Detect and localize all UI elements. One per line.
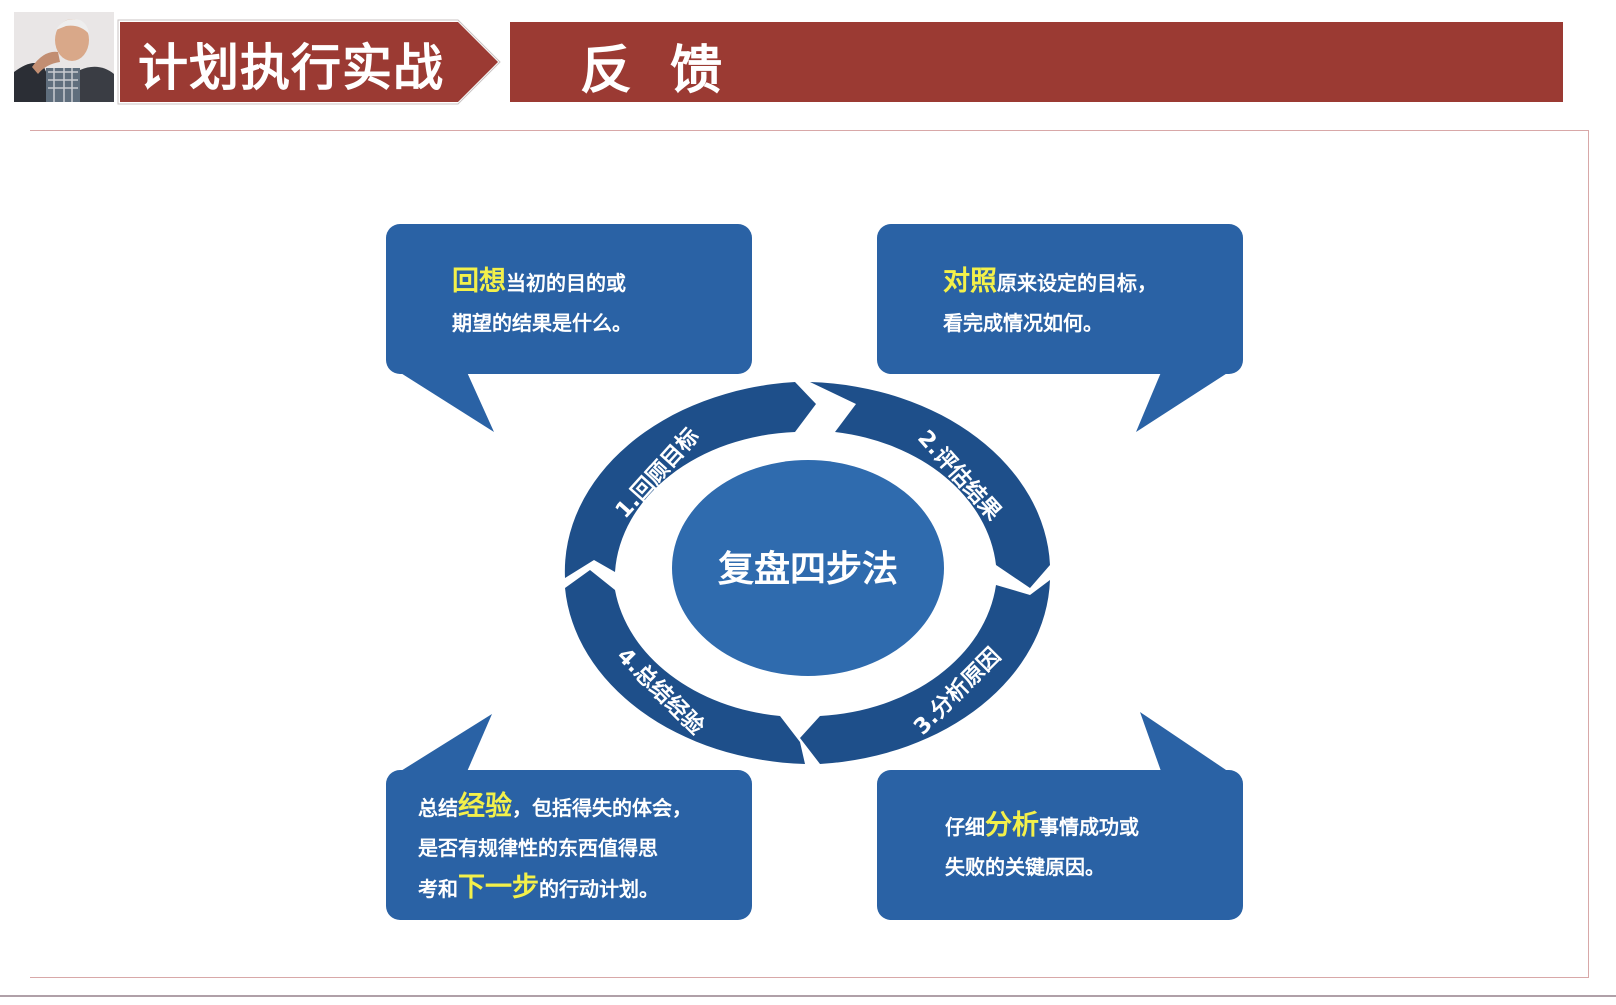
title-banner-outline <box>117 19 501 105</box>
callout-top-left-line1-rest: 当初的目的或 <box>506 271 626 295</box>
callout-bottom-right-line1-rest: 事情成功或 <box>1039 815 1139 839</box>
callout-bottom-left-line3: 考和下一步的行动计划。 <box>418 868 692 909</box>
callout-top-right-text: 对照原来设定的目标， 看完成情况如何。 <box>943 262 1157 343</box>
callout-top-left-text: 回想当初的目的或 期望的结果是什么。 <box>452 262 632 343</box>
callout-bottom-left-text: 总结经验，包括得失的体会， 是否有规律性的东西值得思 考和下一步的行动计划。 <box>418 787 692 909</box>
callout-top-right-line1-rest: 原来设定的目标， <box>997 271 1157 295</box>
content-frame <box>30 130 1589 978</box>
callout-bottom-right-line1: 仔细分析事情成功或 <box>945 806 1139 847</box>
callout-bottom-left-line2: 是否有规律性的东西值得思 <box>418 836 658 860</box>
callout-top-right-shape <box>877 224 1243 432</box>
section-title: 反 馈 <box>580 41 733 101</box>
ring-segment-1 <box>564 382 816 578</box>
callout-top-right-line1: 对照原来设定的目标， <box>943 262 1157 303</box>
callout-top-left-line1: 回想当初的目的或 <box>452 262 632 303</box>
callout-top-left-shape <box>386 224 752 432</box>
bottom-rule <box>0 995 1616 997</box>
section-banner <box>510 22 1563 102</box>
callout-top-right-highlight: 对照 <box>943 266 997 297</box>
presenter-avatar <box>14 12 114 102</box>
callout-bottom-right-shape <box>877 712 1243 920</box>
callout-bottom-right-highlight: 分析 <box>985 810 1039 841</box>
ring-segment-3 <box>800 580 1050 764</box>
callout-bottom-left-line1: 总结经验，包括得失的体会， <box>418 787 692 828</box>
callout-bottom-left-line1-pre: 总结 <box>418 796 458 820</box>
callout-top-left-highlight: 回想 <box>452 266 506 297</box>
center-circle <box>672 460 944 676</box>
title-banner <box>120 22 498 102</box>
header-bars <box>117 19 1563 105</box>
ring-segment-2 <box>810 382 1050 588</box>
callout-bottom-left-highlight: 经验 <box>458 791 512 822</box>
cycle-ring <box>564 382 1050 764</box>
page-title: 计划执行实战 <box>138 39 444 97</box>
callout-bottom-right-text: 仔细分析事情成功或 失败的关键原因。 <box>945 806 1139 887</box>
ring-segment-4 <box>565 570 805 764</box>
callout-bottom-left-shape <box>386 714 752 920</box>
callout-bottom-right-line2: 失败的关键原因。 <box>945 855 1105 879</box>
callout-bottom-left-line3-rest: 的行动计划。 <box>539 877 659 901</box>
callout-bottom-left-line1-rest: ，包括得失的体会， <box>512 796 692 820</box>
callout-bottom-left-line3-pre: 考和 <box>418 877 458 901</box>
callout-bottom-left-highlight-2: 下一步 <box>458 872 539 903</box>
callout-top-right-line2: 看完成情况如何。 <box>943 311 1103 335</box>
center-label: 复盘四步法 <box>717 549 898 590</box>
callout-bottom-right-line1-pre: 仔细 <box>945 815 985 839</box>
callout-top-left-line2: 期望的结果是什么。 <box>452 311 632 335</box>
